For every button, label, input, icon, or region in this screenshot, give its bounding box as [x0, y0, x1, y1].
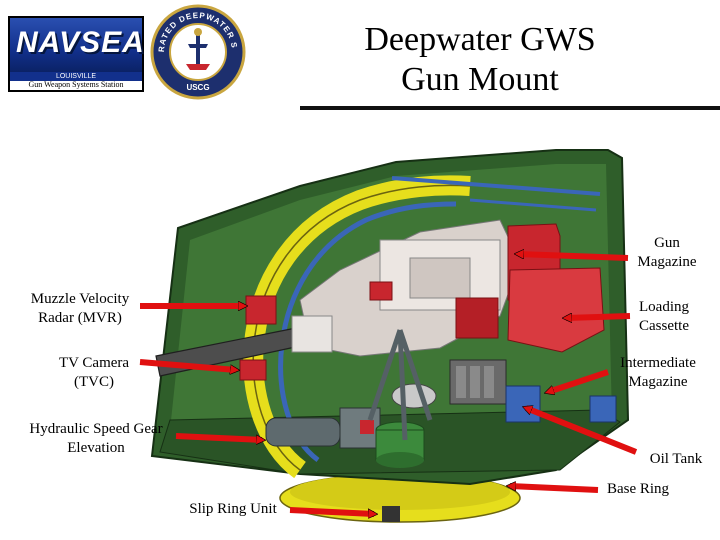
label-hydraulic-speed-gear: Hydraulic Speed Gear Elevation: [18, 420, 174, 458]
label-oil-tank: Oil Tank: [640, 450, 712, 469]
label-gun-magazine: Gun Magazine: [624, 234, 710, 272]
label-muzzle-velocity-radar: Muzzle Velocity Radar (MVR): [22, 290, 138, 328]
label-tv-camera: TV Camera (TVC): [46, 354, 142, 392]
label-intermediate-magazine: Intermediate Magazine: [606, 354, 710, 392]
slip-ring-unit-body: [382, 506, 400, 522]
arrow-base-ring: [510, 486, 598, 490]
label-base-ring: Base Ring: [598, 480, 678, 499]
label-slip-ring-unit: Slip Ring Unit: [180, 500, 286, 519]
arrow-gun-magazine: [518, 254, 628, 258]
tv-camera-unit: [240, 360, 266, 380]
oil-tank-body: [506, 386, 540, 422]
arrow-slip-ring: [290, 510, 374, 514]
label-loading-cassette: Loading Cassette: [620, 298, 708, 336]
hydraulic-gear-body: [266, 418, 340, 446]
mvr-unit: [246, 296, 276, 324]
arrow-hydraulic-gear: [176, 436, 262, 440]
